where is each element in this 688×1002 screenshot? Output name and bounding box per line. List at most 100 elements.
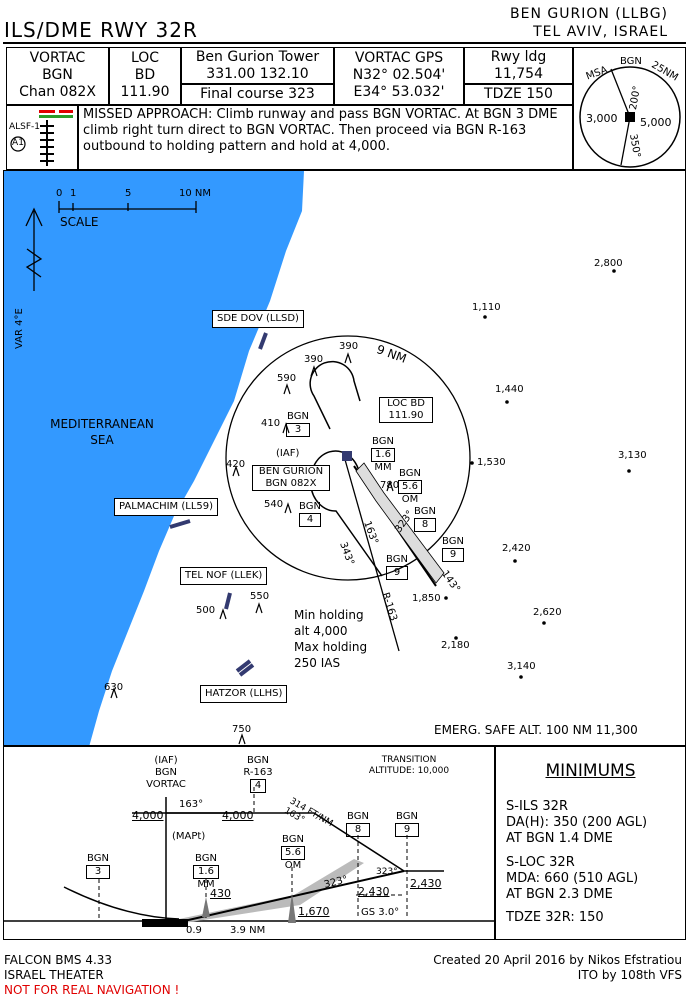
loc-freq: 111.90	[120, 84, 170, 100]
scale-10: 10 NM	[179, 188, 212, 199]
footer-ito: ITO by 108th VFS	[577, 968, 682, 982]
spot-height-dots	[444, 269, 631, 679]
fix-bgn-9-b-top: BGN	[442, 536, 464, 547]
profile-bgn-1-6-val: 1.6	[193, 865, 219, 879]
obstacle-590: 590	[277, 373, 297, 384]
tdze-minimums: TDZE 32R: 150	[506, 910, 604, 925]
approach-lights-box: ALSF-1 A1	[6, 105, 78, 170]
fix-bgn-4-top: BGN	[299, 501, 321, 512]
final-course-box: Final course 323	[181, 84, 334, 105]
minimums-title: MINIMUMS	[545, 761, 636, 781]
profile-bgn-8-top: BGN	[347, 811, 369, 822]
spot-1530: 1,530	[477, 457, 506, 468]
spot-2180: 2,180	[441, 640, 470, 651]
loc-box: LOC BD 111.90	[109, 47, 181, 105]
profile-mapt: (MAPt)	[172, 831, 206, 842]
footer-credit: Created 20 April 2016 by Nikos Efstratio…	[433, 953, 682, 967]
ils-label: S-ILS 32R	[506, 799, 568, 814]
profile-glideslope: GS 3.0°	[361, 907, 400, 918]
profile-r163-fix: BGN R-163 4	[236, 755, 280, 793]
holding-min-label: Min holding	[294, 608, 364, 622]
fix-bgn-5-6-top: BGN	[399, 468, 421, 479]
vortac-callout-name: BEN GURION	[258, 466, 324, 477]
msa-bgn: BGN	[620, 56, 642, 67]
iaf-profile-label: (IAF)	[154, 755, 178, 766]
obstacle-500: 500	[196, 605, 216, 616]
spot-3140: 3,140	[507, 661, 536, 672]
loc-callout-freq: 111.90	[388, 410, 424, 421]
vortac-gps-box: VORTAC GPS N32° 02.504' E34° 53.032'	[334, 47, 464, 105]
scale-5: 5	[125, 188, 132, 199]
msa-west-alt: 3,000	[586, 112, 618, 125]
missed-approach-text: MISSED APPROACH: Climb runway and pass B…	[78, 105, 573, 170]
scale-bar	[58, 201, 197, 213]
airfield-runways	[169, 332, 268, 677]
airfield-hatzor: HATZOR (LLHS)	[200, 685, 288, 703]
profile-r163-radial: R-163	[243, 767, 273, 778]
profile-alt-4000-b: 4,000	[222, 809, 254, 822]
obstacle-390-b: 390	[339, 341, 359, 352]
tower-label: Ben Gurion Tower	[195, 49, 320, 65]
obstacle-750: 750	[232, 724, 252, 735]
localizer-feather	[355, 462, 445, 584]
fix-bgn-9-b-val: 9	[442, 548, 464, 562]
vortac-ident: BGN	[42, 67, 73, 83]
ils-minimums: S-ILS 32R DA(H): 350 (200 AGL) AT BGN 1.…	[506, 799, 647, 847]
vortac-symbol-icon	[342, 451, 352, 461]
gps-lat: N32° 02.504'	[352, 67, 446, 83]
profile-diagram	[4, 787, 494, 927]
profile-bgn-3-top: BGN	[87, 853, 109, 864]
vortac-box: VORTAC BGN Chan 082X	[6, 47, 109, 105]
scale-label: SCALE	[60, 215, 99, 229]
ils-da: DA(H): 350 (200 AGL)	[506, 815, 648, 830]
iaf-label: (IAF)	[276, 448, 300, 459]
city-name: TEL AVIV, ISRAEL	[533, 24, 668, 40]
fix-bgn-8-top: BGN	[414, 506, 436, 517]
loc-mda: MDA: 660 (510 AGL)	[506, 871, 639, 886]
vortac-channel: Chan 082X	[19, 84, 96, 100]
profile-alt-430: 430	[210, 887, 231, 900]
iaf-profile: (IAF) BGN VORTAC	[144, 755, 188, 791]
profile-alt-1670: 1,670	[298, 905, 330, 918]
scale-0: 0	[56, 188, 63, 199]
profile-view: (IAF) BGN VORTAC BGN R-163 4 TRANSITION …	[3, 746, 495, 940]
holding-max-label: Max holding	[294, 640, 368, 654]
tower-box: Ben Gurion Tower 331.00 132.10	[181, 47, 334, 84]
profile-bgn-9-top: BGN	[396, 811, 418, 822]
footer-sim: FALCON BMS 4.33	[4, 953, 113, 967]
fix-bgn-5-6-val: 5.6	[398, 480, 422, 494]
nine-nm-ring	[225, 335, 471, 581]
spot-2420: 2,420	[502, 543, 531, 554]
spot-1850: 1,850	[412, 593, 441, 604]
loc-min-label: S-LOC 32R	[506, 855, 575, 870]
header-rule	[3, 42, 686, 44]
spot-2800: 2,800	[594, 258, 623, 269]
fix-bgn-4-val: 4	[299, 513, 321, 527]
airfield-tel-nof: TEL NOF (LLEK)	[180, 567, 268, 585]
holding-min-alt: alt 4,000	[294, 624, 348, 638]
profile-bgn-5-6-val: 5.6	[281, 846, 305, 860]
fix-bgn-5-6-sub: OM	[401, 494, 419, 505]
ils-dme: AT BGN 1.4 DME	[506, 831, 613, 846]
runway-length: 11,754	[494, 66, 543, 82]
loc-ident: BD	[134, 67, 156, 83]
obstacle-420: 420	[226, 459, 246, 470]
obstacle-540: 540	[264, 499, 284, 510]
spot-2620: 2,620	[533, 607, 562, 618]
profile-r163-dme: 4	[250, 779, 266, 793]
loc-minimums: S-LOC 32R MDA: 660 (510 AGL) AT BGN 2.3 …	[506, 855, 638, 903]
transition-altitude: TRANSITION ALTITUDE: 10,000	[354, 755, 464, 777]
loc-dme: AT BGN 2.3 DME	[506, 887, 613, 902]
profile-bgn-5-6-top: BGN	[282, 834, 304, 845]
gps-label: VORTAC GPS	[354, 50, 444, 66]
